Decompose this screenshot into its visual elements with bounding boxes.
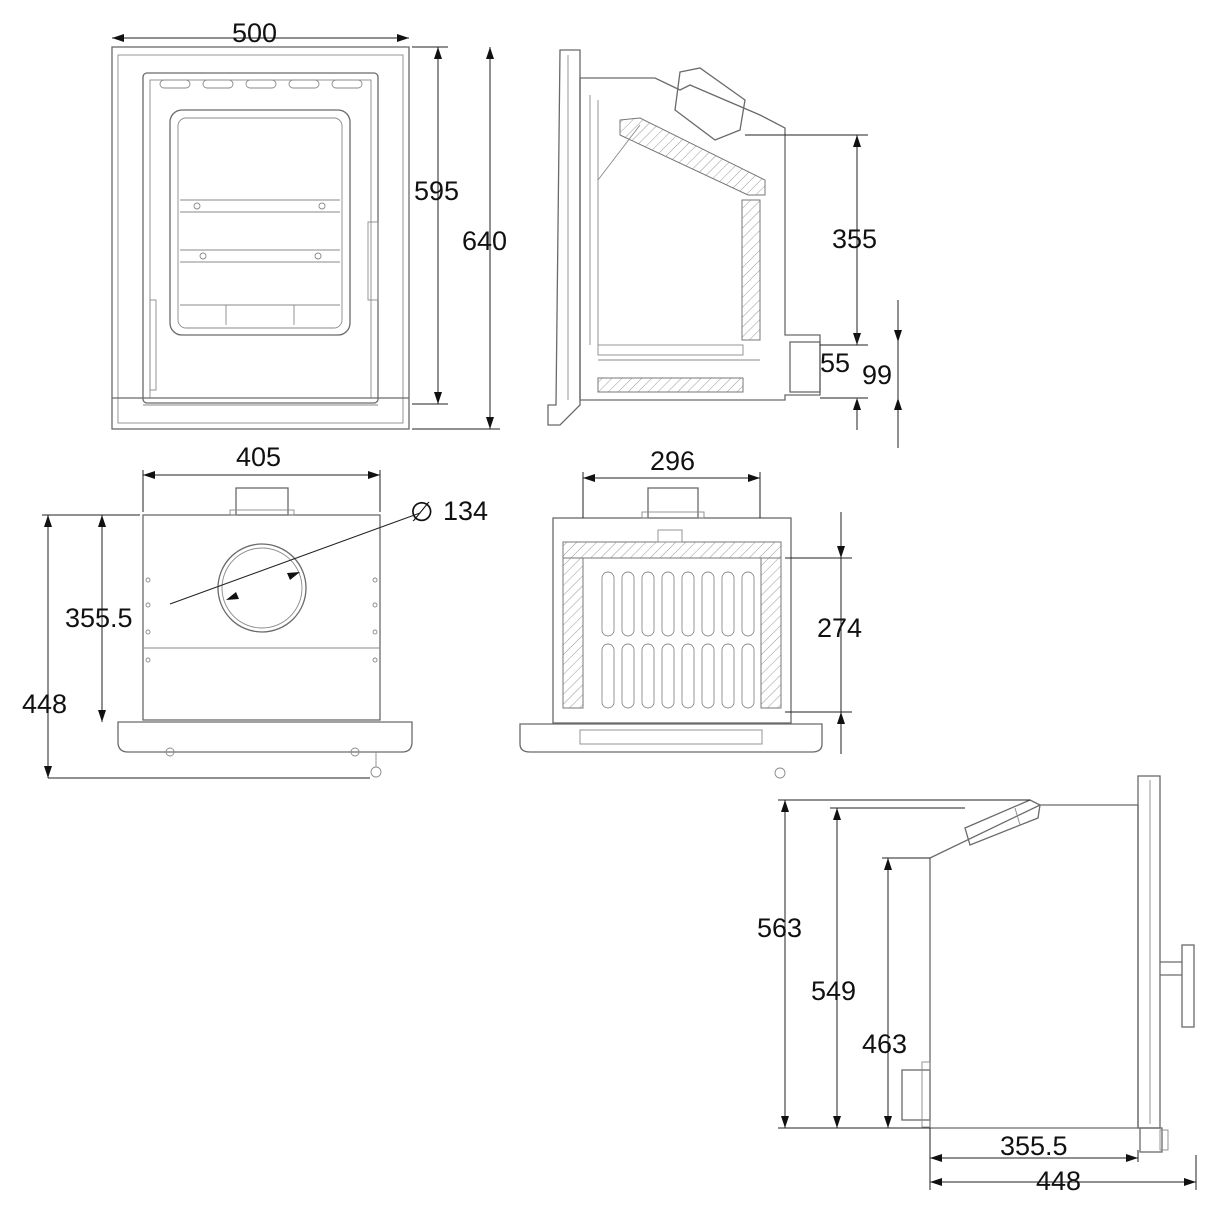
dim-top-depth-total: 448	[22, 689, 67, 719]
side-section-view	[547, 49, 902, 448]
dim-front-width: 500	[232, 18, 277, 48]
dim-side2-depth-inner: 355.5	[1000, 1131, 1068, 1161]
dim-side-flue-total: 99	[862, 360, 892, 390]
dim-front-height-inner: 595	[414, 176, 459, 206]
dim-side-flue-height: 55	[820, 348, 850, 378]
dim-side2-height-low: 463	[862, 1029, 907, 1059]
dim-side2-height-total: 563	[757, 913, 802, 943]
plan-section-view	[519, 472, 852, 779]
dim-section-width: 296	[650, 446, 695, 476]
front-view	[111, 34, 500, 430]
grate-slots	[601, 571, 755, 709]
side-elevation-view	[778, 775, 1197, 1190]
dim-side-height-upper: 355	[832, 224, 877, 254]
dim-top-flue-diameter: 134	[443, 496, 488, 526]
dim-top-width: 405	[236, 442, 281, 472]
top-view	[42, 470, 421, 779]
dim-side2-height-mid: 549	[811, 976, 856, 1006]
dim-front-height-total: 640	[462, 226, 507, 256]
diameter-symbol: ∅	[410, 497, 434, 527]
dim-top-depth-inner: 355.5	[65, 603, 133, 633]
dim-side2-depth-total: 448	[1036, 1166, 1081, 1196]
dim-section-depth: 274	[817, 613, 862, 643]
